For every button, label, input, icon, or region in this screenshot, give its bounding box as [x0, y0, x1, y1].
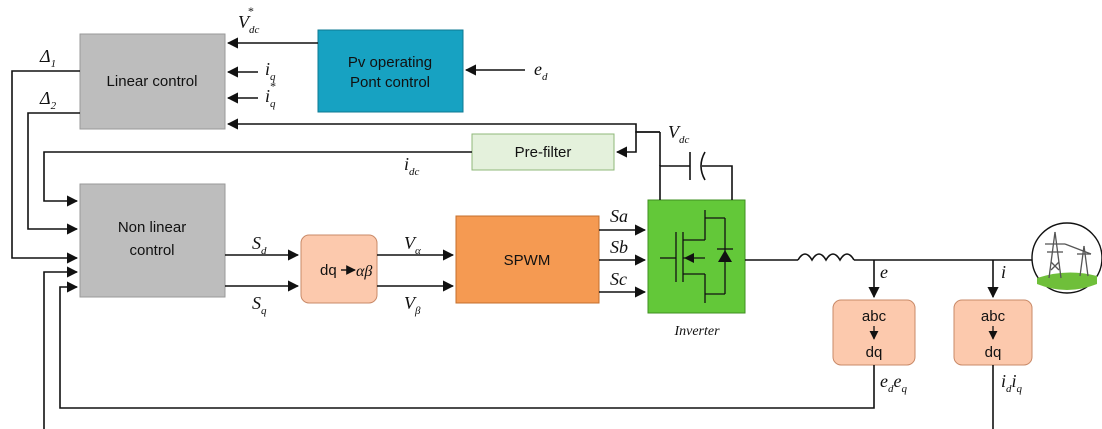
label-ed-eq: edeq [880, 371, 908, 395]
label-i: i [1001, 262, 1006, 282]
label-vdc: Vdc [668, 122, 690, 146]
wire-delta1 [11, 70, 80, 264]
label-sd: Sd [252, 233, 267, 257]
pv-operating-point-block: Pv operating Pont control [317, 29, 464, 113]
abc1-top: abc [862, 308, 887, 325]
abc-dq-block-current: abc dq [953, 299, 1033, 366]
nonlinear-control-block: Non linear control [79, 183, 226, 298]
linear-control-label: Linear control [107, 73, 198, 90]
grid-tower-icon [1031, 222, 1102, 294]
wire-vdc-to-prefilter [615, 131, 660, 158]
dq-ab-prefix: dq [320, 262, 337, 279]
wire-ed-eq-feedback [59, 281, 875, 409]
label-sa: Sa [610, 206, 628, 226]
label-idc: idc [404, 154, 420, 178]
label-valpha: Vα [404, 233, 421, 257]
label-vdc-star: Vdc* [238, 4, 260, 36]
dc-capacitor [659, 151, 733, 200]
spwm-label: SPWM [504, 252, 551, 269]
linear-control-block: Linear control [79, 33, 226, 130]
inductor-symbol [797, 253, 855, 262]
inverter-caption: Inverter [673, 324, 720, 339]
abc2-bottom: dq [985, 344, 1002, 361]
prefilter-label: Pre-filter [515, 144, 572, 161]
nonlinear-label-line1: Non linear [118, 219, 186, 236]
wire-vdc-to-linear [226, 118, 660, 133]
spwm-block: SPWM [455, 215, 600, 304]
wire-delta2 [27, 112, 80, 235]
prefilter-block: Pre-filter [471, 133, 615, 171]
label-vbeta: Vβ [404, 293, 421, 317]
dq-alphabeta-block: dq αβ [300, 234, 378, 304]
abc1-bottom: dq [866, 344, 883, 361]
label-delta2: Δ2 [39, 88, 57, 112]
inverter-block: Inverter [647, 199, 746, 339]
wire-id-iq-in [43, 266, 79, 429]
abc2-top: abc [981, 308, 1006, 325]
label-id-iq: idiq [1001, 371, 1023, 395]
pv-label-line1: Pv operating [348, 54, 432, 71]
label-sq: Sq [252, 293, 267, 317]
label-e: e [880, 262, 888, 282]
label-sc: Sc [610, 269, 627, 289]
dq-ab-suffix: αβ [356, 263, 372, 280]
nonlinear-label-line2: control [129, 242, 174, 259]
pv-label-line2: Pont control [350, 74, 430, 91]
label-iq: iq [265, 59, 276, 83]
label-ed: ed [534, 59, 548, 83]
wire-idc [43, 151, 472, 207]
abc-dq-block-voltage: abc dq [832, 299, 916, 366]
label-sb: Sb [610, 237, 628, 257]
label-iq-star: iq* [265, 79, 276, 110]
label-delta1: Δ1 [39, 46, 56, 70]
transistor-symbol [660, 210, 733, 303]
